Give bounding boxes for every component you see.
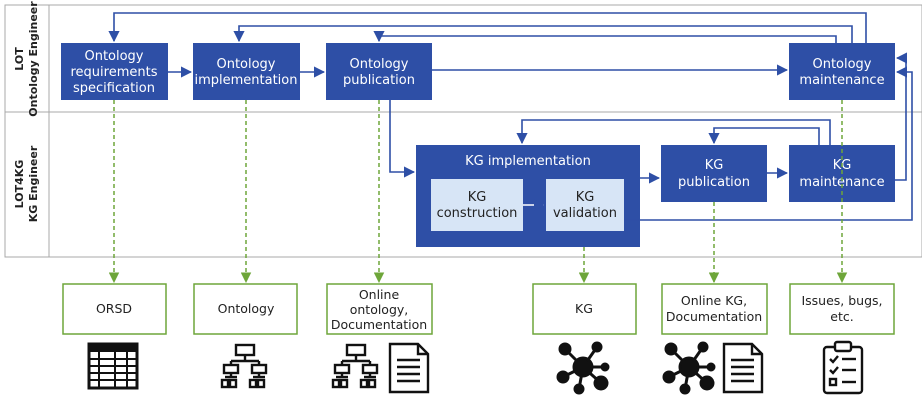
graph-network-icon xyxy=(556,341,610,395)
node-kg-publication[interactable]: KG publication xyxy=(661,145,767,202)
node-label-line: construction xyxy=(437,206,518,221)
node-ontology-maintenance[interactable]: Ontology maintenance xyxy=(789,43,895,100)
output-label-line: Online KG, xyxy=(681,293,747,308)
document-icon xyxy=(722,342,764,394)
output-issues[interactable]: Issues, bugs, etc. xyxy=(789,283,895,335)
lane-title-ontology-engineer: LOT Ontology Engineer xyxy=(13,1,40,117)
output-label-line: Documentation xyxy=(666,309,762,324)
node-label-line: Ontology xyxy=(812,57,871,72)
lane-title-lot4kg: LOT4KG xyxy=(13,160,26,209)
arrow-kg-maintenance-to-kg-implementation xyxy=(516,119,831,145)
output-orsd[interactable]: ORSD xyxy=(62,283,167,335)
node-label-line: KG xyxy=(705,158,724,173)
output-online-ontology[interactable]: Online ontology, Documentation xyxy=(326,283,433,335)
table-icon xyxy=(87,342,139,390)
document-icon xyxy=(388,342,430,394)
output-ontology[interactable]: Ontology xyxy=(193,283,298,335)
hierarchy-icon xyxy=(220,343,268,389)
output-label-line: Documentation xyxy=(331,317,427,332)
output-label-line: ontology, xyxy=(350,302,409,317)
graph-network-icon xyxy=(662,341,716,395)
arrow-validation-to-ontology-maintenance xyxy=(624,66,913,221)
lane-title-ontology-engineer-text: Ontology Engineer xyxy=(27,1,40,117)
arrow-publication-to-kg-implementation xyxy=(389,100,416,178)
node-label-line: maintenance xyxy=(799,175,884,190)
node-label-line: maintenance xyxy=(799,73,884,88)
node-label-line: Ontology xyxy=(216,57,275,72)
node-label-line: implementation xyxy=(194,73,297,88)
hierarchy-icon xyxy=(331,343,379,389)
node-label-line: requirements xyxy=(71,65,158,80)
output-label-line: Online xyxy=(359,287,400,302)
clipboard-checklist-icon xyxy=(822,340,864,395)
node-kg-validation[interactable]: KG validation xyxy=(546,179,624,231)
node-label-line: KG xyxy=(468,190,487,205)
node-ontology-implementation[interactable]: Ontology implementation xyxy=(193,43,300,100)
output-kg[interactable]: KG xyxy=(532,283,637,335)
arrow-kg-maintenance-to-ontology-maintenance xyxy=(895,52,908,181)
output-label-line: ORSD xyxy=(96,301,132,316)
lane-title-kg-engineer: LOT4KG KG Engineer xyxy=(13,145,40,222)
lane-title-kg-engineer-text: KG Engineer xyxy=(27,145,40,222)
node-label-line: publication xyxy=(343,73,415,88)
node-kg-construction[interactable]: KG construction xyxy=(431,179,523,231)
node-label-line: validation xyxy=(553,206,617,221)
node-ontology-requirements-specification[interactable]: Ontology requirements specification xyxy=(61,43,168,100)
node-label-line: KG implementation xyxy=(465,154,591,169)
node-label-line: Ontology xyxy=(349,57,408,72)
arrow-kg-maintenance-to-kg-publication xyxy=(708,127,820,145)
node-label-line: Ontology xyxy=(84,49,143,64)
node-ontology-publication[interactable]: Ontology publication xyxy=(326,43,432,100)
node-label-line: KG xyxy=(576,190,595,205)
arrow-maintenance-to-implementation xyxy=(233,25,853,43)
output-label-line: Ontology xyxy=(218,301,275,316)
output-label-line: KG xyxy=(575,301,593,316)
arrow-maintenance-to-requirements xyxy=(108,12,867,43)
node-label-line: publication xyxy=(678,175,750,190)
output-label-line: Issues, bugs, xyxy=(801,293,882,308)
output-online-kg[interactable]: Online KG, Documentation xyxy=(661,283,768,335)
node-label-line: specification xyxy=(73,81,155,96)
output-label-line: etc. xyxy=(830,309,853,324)
lane-title-lot: LOT xyxy=(13,47,26,71)
arrow-maintenance-to-publication xyxy=(373,30,837,43)
